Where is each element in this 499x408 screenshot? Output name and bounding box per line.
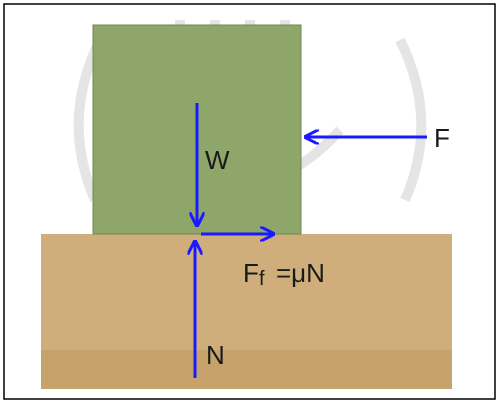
weight-label: W: [205, 145, 230, 175]
friction-label-main: F: [243, 258, 259, 288]
applied-force-label: F: [434, 123, 450, 153]
friction-formula: =μN: [276, 258, 325, 288]
friction-label-subscript: f: [259, 268, 265, 290]
normal-force-label: N: [206, 340, 225, 370]
ground-lower-band: [41, 350, 452, 389]
